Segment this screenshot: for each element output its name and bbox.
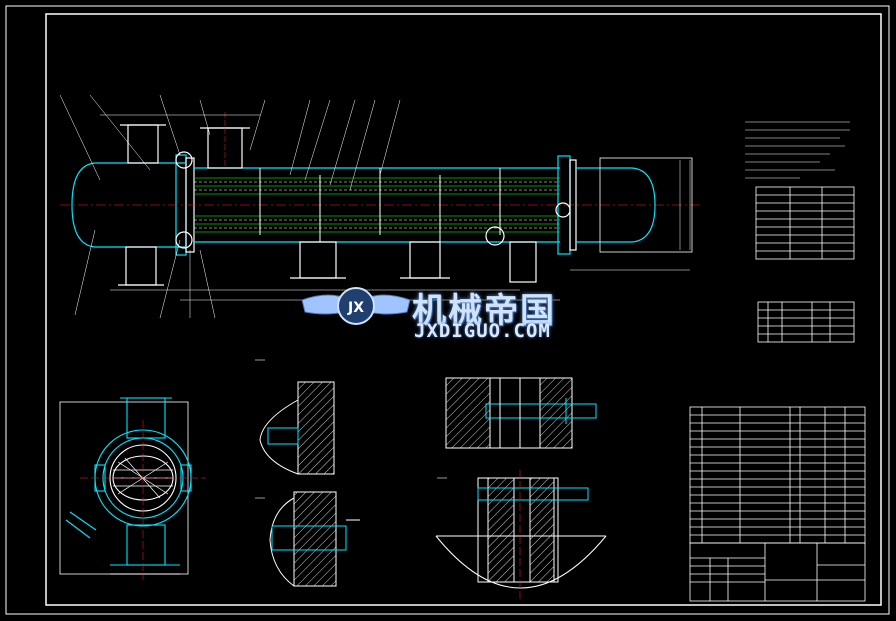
gear-emblem-icon: [337, 287, 375, 325]
watermark-subtitle: JXDIGUO.COM: [414, 320, 551, 342]
detail-view-tube-joint: [435, 470, 607, 600]
technical-notes: [745, 121, 850, 179]
outer-frame: [5, 5, 890, 615]
watermark-emblem: JX: [301, 287, 411, 325]
exchanger-elevation: [59, 94, 700, 319]
detail-view-weld-bottom: [269, 491, 360, 587]
emblem-text: JX: [347, 300, 364, 316]
parts-list: [689, 406, 866, 544]
watermark-title: 机械帝国: [412, 291, 556, 331]
inner-frame: [45, 13, 882, 606]
cross-section-view: [59, 397, 206, 580]
characteristics-table: [755, 186, 855, 260]
title-block: [689, 542, 866, 602]
detail-view-weld-top: [259, 381, 335, 475]
nozzle-table: [757, 301, 855, 343]
view-labels: [255, 359, 447, 499]
detail-view-bolted-flange: [445, 377, 597, 449]
